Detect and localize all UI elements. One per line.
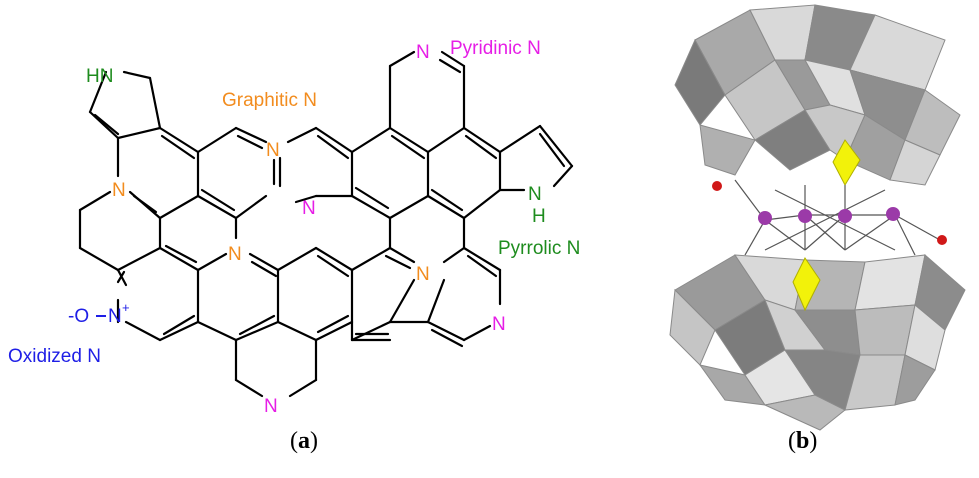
label-oxidized-n: Oxidized N <box>8 346 101 367</box>
polyhedral-cluster <box>669 4 966 431</box>
atom-n-pyridinic-top: N <box>416 42 430 63</box>
label-graphitic-n: Graphitic N <box>222 90 317 111</box>
caption-a: (a) <box>290 428 318 454</box>
atom-h-pyrrolic: H <box>532 206 546 227</box>
atom-n-plus: N <box>108 306 122 327</box>
metal-atoms <box>758 207 900 225</box>
atom-n-pyridinic-center: N <box>302 198 316 219</box>
atom-o-minus: -O <box>68 306 89 327</box>
oxygen-atom-left <box>712 181 722 191</box>
charge-plus: + <box>122 300 130 315</box>
atom-n-graphitic-middle: N <box>228 244 242 265</box>
atom-n-pyridinic-right: N <box>492 314 506 335</box>
atom-n-graphitic-top: N <box>266 140 280 161</box>
panel-a-nitrogen-doped-graphene: HN N N N N N N N N N H -O N + Pyridinic … <box>8 38 580 417</box>
heteroatom-lower <box>792 257 821 312</box>
molecule-diagram: HN N N N N N N N N N H -O N + Pyridinic … <box>8 38 580 417</box>
oxygen-atom-right <box>937 235 947 245</box>
bond-network <box>78 50 574 398</box>
atom-n-pyridinic-bottom: N <box>264 396 278 417</box>
upper-polyhedra <box>674 4 961 186</box>
lower-polyhedra <box>669 254 966 431</box>
atom-n-pyrrolic: N <box>528 184 542 205</box>
atom-hn: HN <box>86 66 113 87</box>
label-pyridinic-n: Pyridinic N <box>450 38 541 59</box>
atom-n-graphitic-left: N <box>112 180 126 201</box>
caption-b: (b) <box>788 428 818 454</box>
label-pyrrolic-n: Pyrrolic N <box>498 238 580 259</box>
atom-n-graphitic-right: N <box>416 264 430 285</box>
panel-b-polyoxometalate-structure <box>655 0 979 473</box>
